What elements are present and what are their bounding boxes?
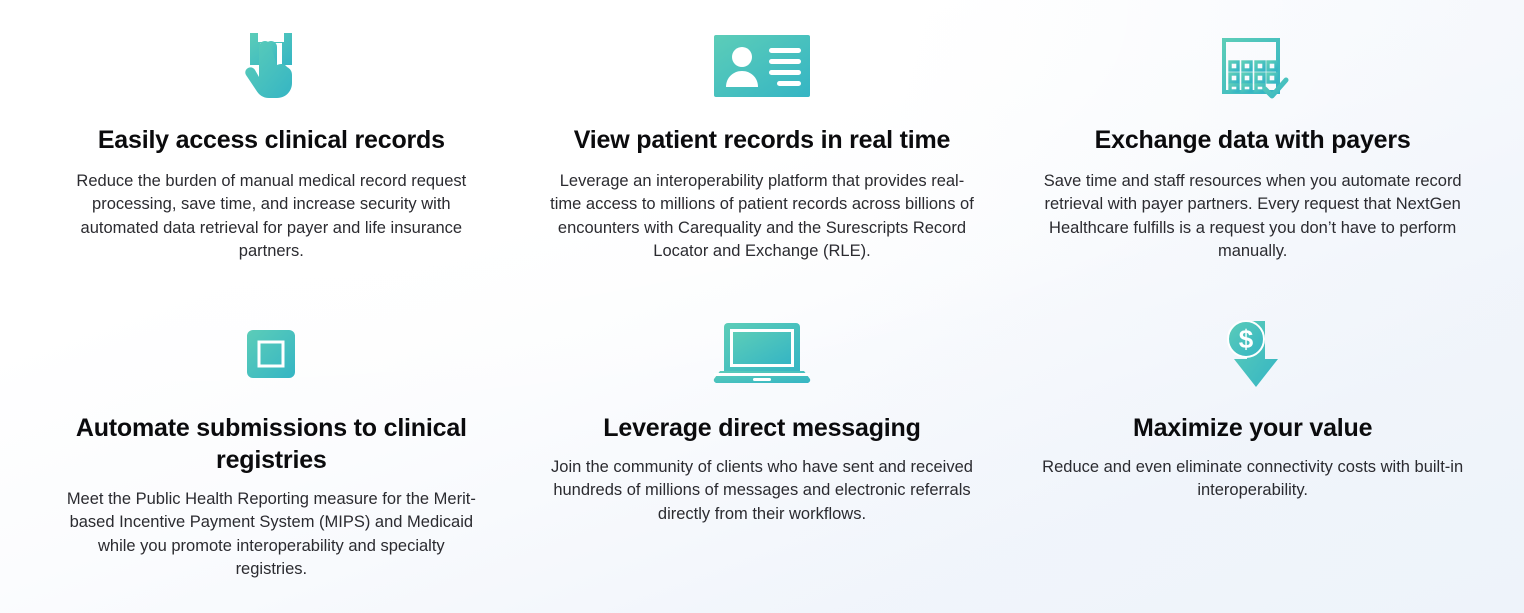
- feature-card-title: Easily access clinical records: [97, 126, 445, 154]
- feature-card-maximize-your-value: $ Maximize your value Reduce and even el…: [1007, 316, 1498, 604]
- feature-card-leverage-direct-messaging: Leverage direct messaging Join the commu…: [517, 316, 1008, 604]
- feature-card-title: Automate submissions to clinical registr…: [75, 414, 467, 474]
- feature-card-title: View patient records in real time: [573, 126, 951, 154]
- feature-card-view-patient-records: View patient records in real time Levera…: [517, 28, 1008, 316]
- feature-card-body: Save time and staff resources when you a…: [1043, 172, 1462, 261]
- feature-card-title: Maximize your value: [1132, 414, 1373, 442]
- microchip-icon: [46, 316, 497, 392]
- laptop-icon: [537, 316, 988, 392]
- svg-text:$: $: [1238, 324, 1253, 354]
- dollar-down-arrow-icon: $: [1027, 316, 1478, 392]
- calendar-check-icon: [1027, 28, 1478, 104]
- feature-card-easily-access-clinical-records: Easily access clinical records Reduce th…: [26, 28, 517, 316]
- feature-card-title: Leverage direct messaging: [603, 414, 921, 442]
- feature-card-body: Join the community of clients who have s…: [551, 458, 973, 523]
- feature-card-automate-submissions: Automate submissions to clinical registr…: [26, 316, 517, 604]
- id-card-icon: [537, 28, 988, 104]
- feature-card-body: Reduce and even eliminate connectivity c…: [1042, 458, 1464, 500]
- feature-card-body: Meet the Public Health Reporting measure…: [66, 490, 476, 579]
- feature-card-title: Exchange data with payers: [1094, 126, 1411, 154]
- tap-hand-icon: [46, 28, 497, 104]
- feature-card-body: Leverage an interoperability platform th…: [550, 172, 974, 261]
- feature-card-body: Reduce the burden of manual medical reco…: [76, 172, 467, 261]
- feature-card-exchange-data-with-payers: Exchange data with payers Save time and …: [1007, 28, 1498, 316]
